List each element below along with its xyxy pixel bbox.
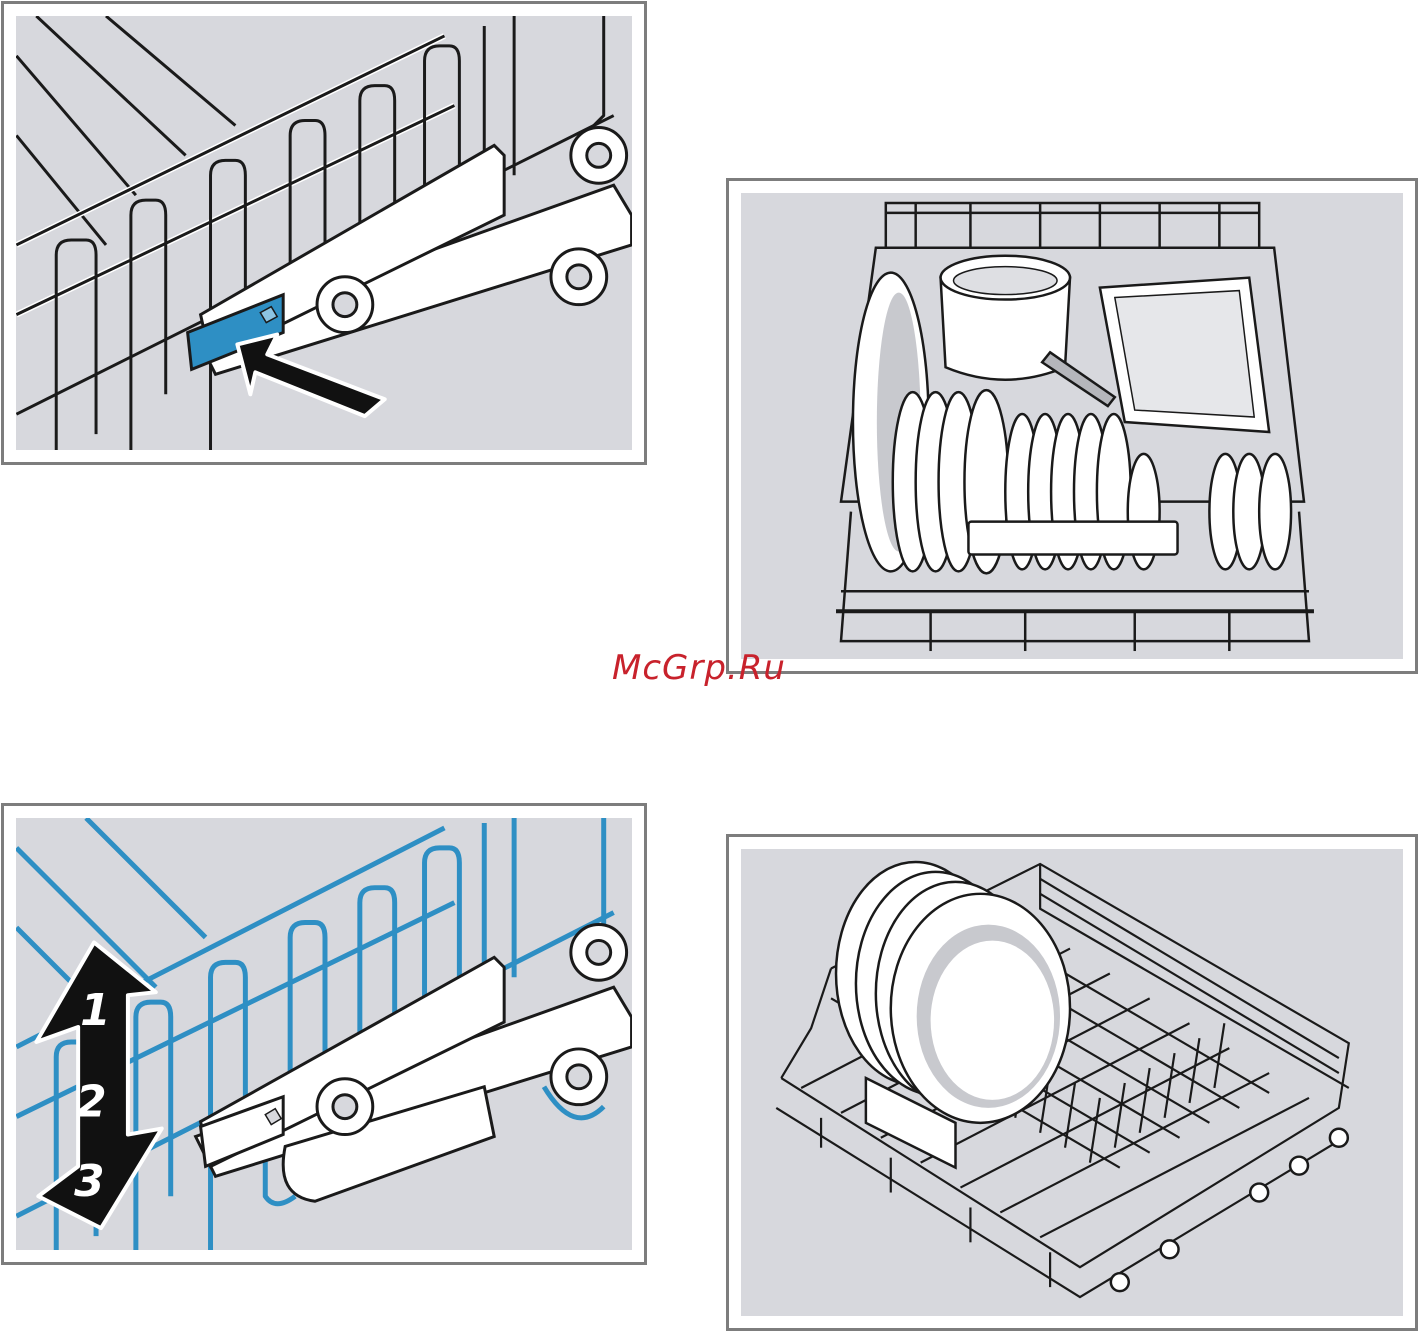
height-step-3: 3 <box>74 1156 104 1207</box>
saucepan <box>941 256 1115 406</box>
rack-lever-drawing <box>16 16 632 450</box>
illustration-lower-rack <box>726 834 1418 1331</box>
illustration-loaded-upper-rack-canvas <box>741 193 1403 659</box>
illustration-release-lever-canvas <box>16 16 632 450</box>
cup-shelf <box>968 522 1177 555</box>
height-step-2: 2 <box>76 1077 106 1128</box>
illustration-height-adjust-canvas: 1 2 3 <box>16 818 632 1250</box>
dish-rack-icon <box>741 193 1403 659</box>
height-step-1: 1 <box>80 985 110 1036</box>
baking-dish <box>1100 278 1269 432</box>
push-arrow-icon <box>237 335 384 417</box>
plate-rack-icon <box>741 849 1403 1316</box>
illustration-lower-rack-canvas <box>741 849 1403 1316</box>
watermark-text: McGrp.Ru <box>612 648 786 688</box>
rack-wheels <box>1111 1129 1348 1291</box>
rack-height-drawing: 1 2 3 <box>16 818 632 1250</box>
illustration-loaded-upper-rack <box>726 178 1418 674</box>
illustration-height-adjust: 1 2 3 <box>1 803 647 1265</box>
illustration-release-lever <box>1 1 647 465</box>
